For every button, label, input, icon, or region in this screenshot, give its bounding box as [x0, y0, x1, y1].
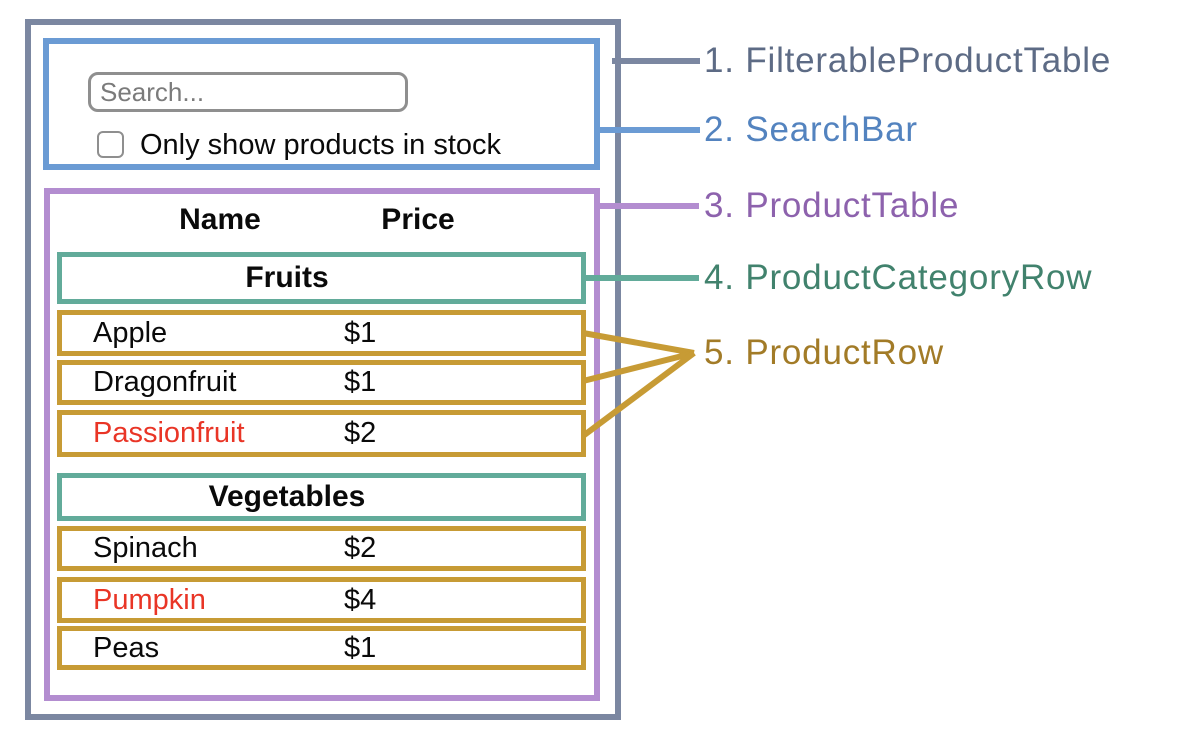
product-row-spinach-box [57, 526, 586, 571]
product-name: Spinach [93, 532, 198, 564]
in-stock-checkbox[interactable] [97, 131, 124, 158]
product-name: Dragonfruit [93, 366, 237, 398]
product-row-pumpkin-box [57, 577, 586, 623]
legend-item-product-row: 5. ProductRow [704, 333, 944, 372]
product-price: $1 [344, 317, 377, 349]
product-price: $2 [344, 417, 377, 449]
legend-item-search-bar: 2. SearchBar [704, 110, 918, 149]
legend-item-product-table: 3. ProductTable [704, 186, 960, 225]
product-name-out-of-stock: Passionfruit [93, 417, 245, 449]
product-price: $1 [344, 632, 377, 664]
product-table-box [44, 188, 600, 701]
category-label-vegetables: Vegetables [208, 480, 366, 513]
legend-item-product-category-row: 4. ProductCategoryRow [704, 258, 1093, 297]
search-bar-box [43, 38, 600, 170]
product-price: $4 [344, 584, 377, 616]
price-column-header: Price [381, 203, 455, 236]
product-price: $1 [344, 366, 377, 398]
in-stock-checkbox-label: Only show products in stock [140, 129, 502, 161]
category-row-vegetables-box [57, 473, 586, 521]
name-column-header: Name [179, 203, 261, 236]
category-label-fruits: Fruits [245, 261, 329, 294]
search-input[interactable] [88, 72, 408, 112]
product-name-out-of-stock: Pumpkin [93, 584, 206, 616]
product-name: Apple [93, 317, 168, 349]
product-name: Peas [93, 632, 160, 664]
legend-item-filterable-product-table: 1. FilterableProductTable [704, 41, 1112, 80]
product-row-peas-box [57, 626, 586, 670]
product-price: $2 [344, 532, 377, 564]
